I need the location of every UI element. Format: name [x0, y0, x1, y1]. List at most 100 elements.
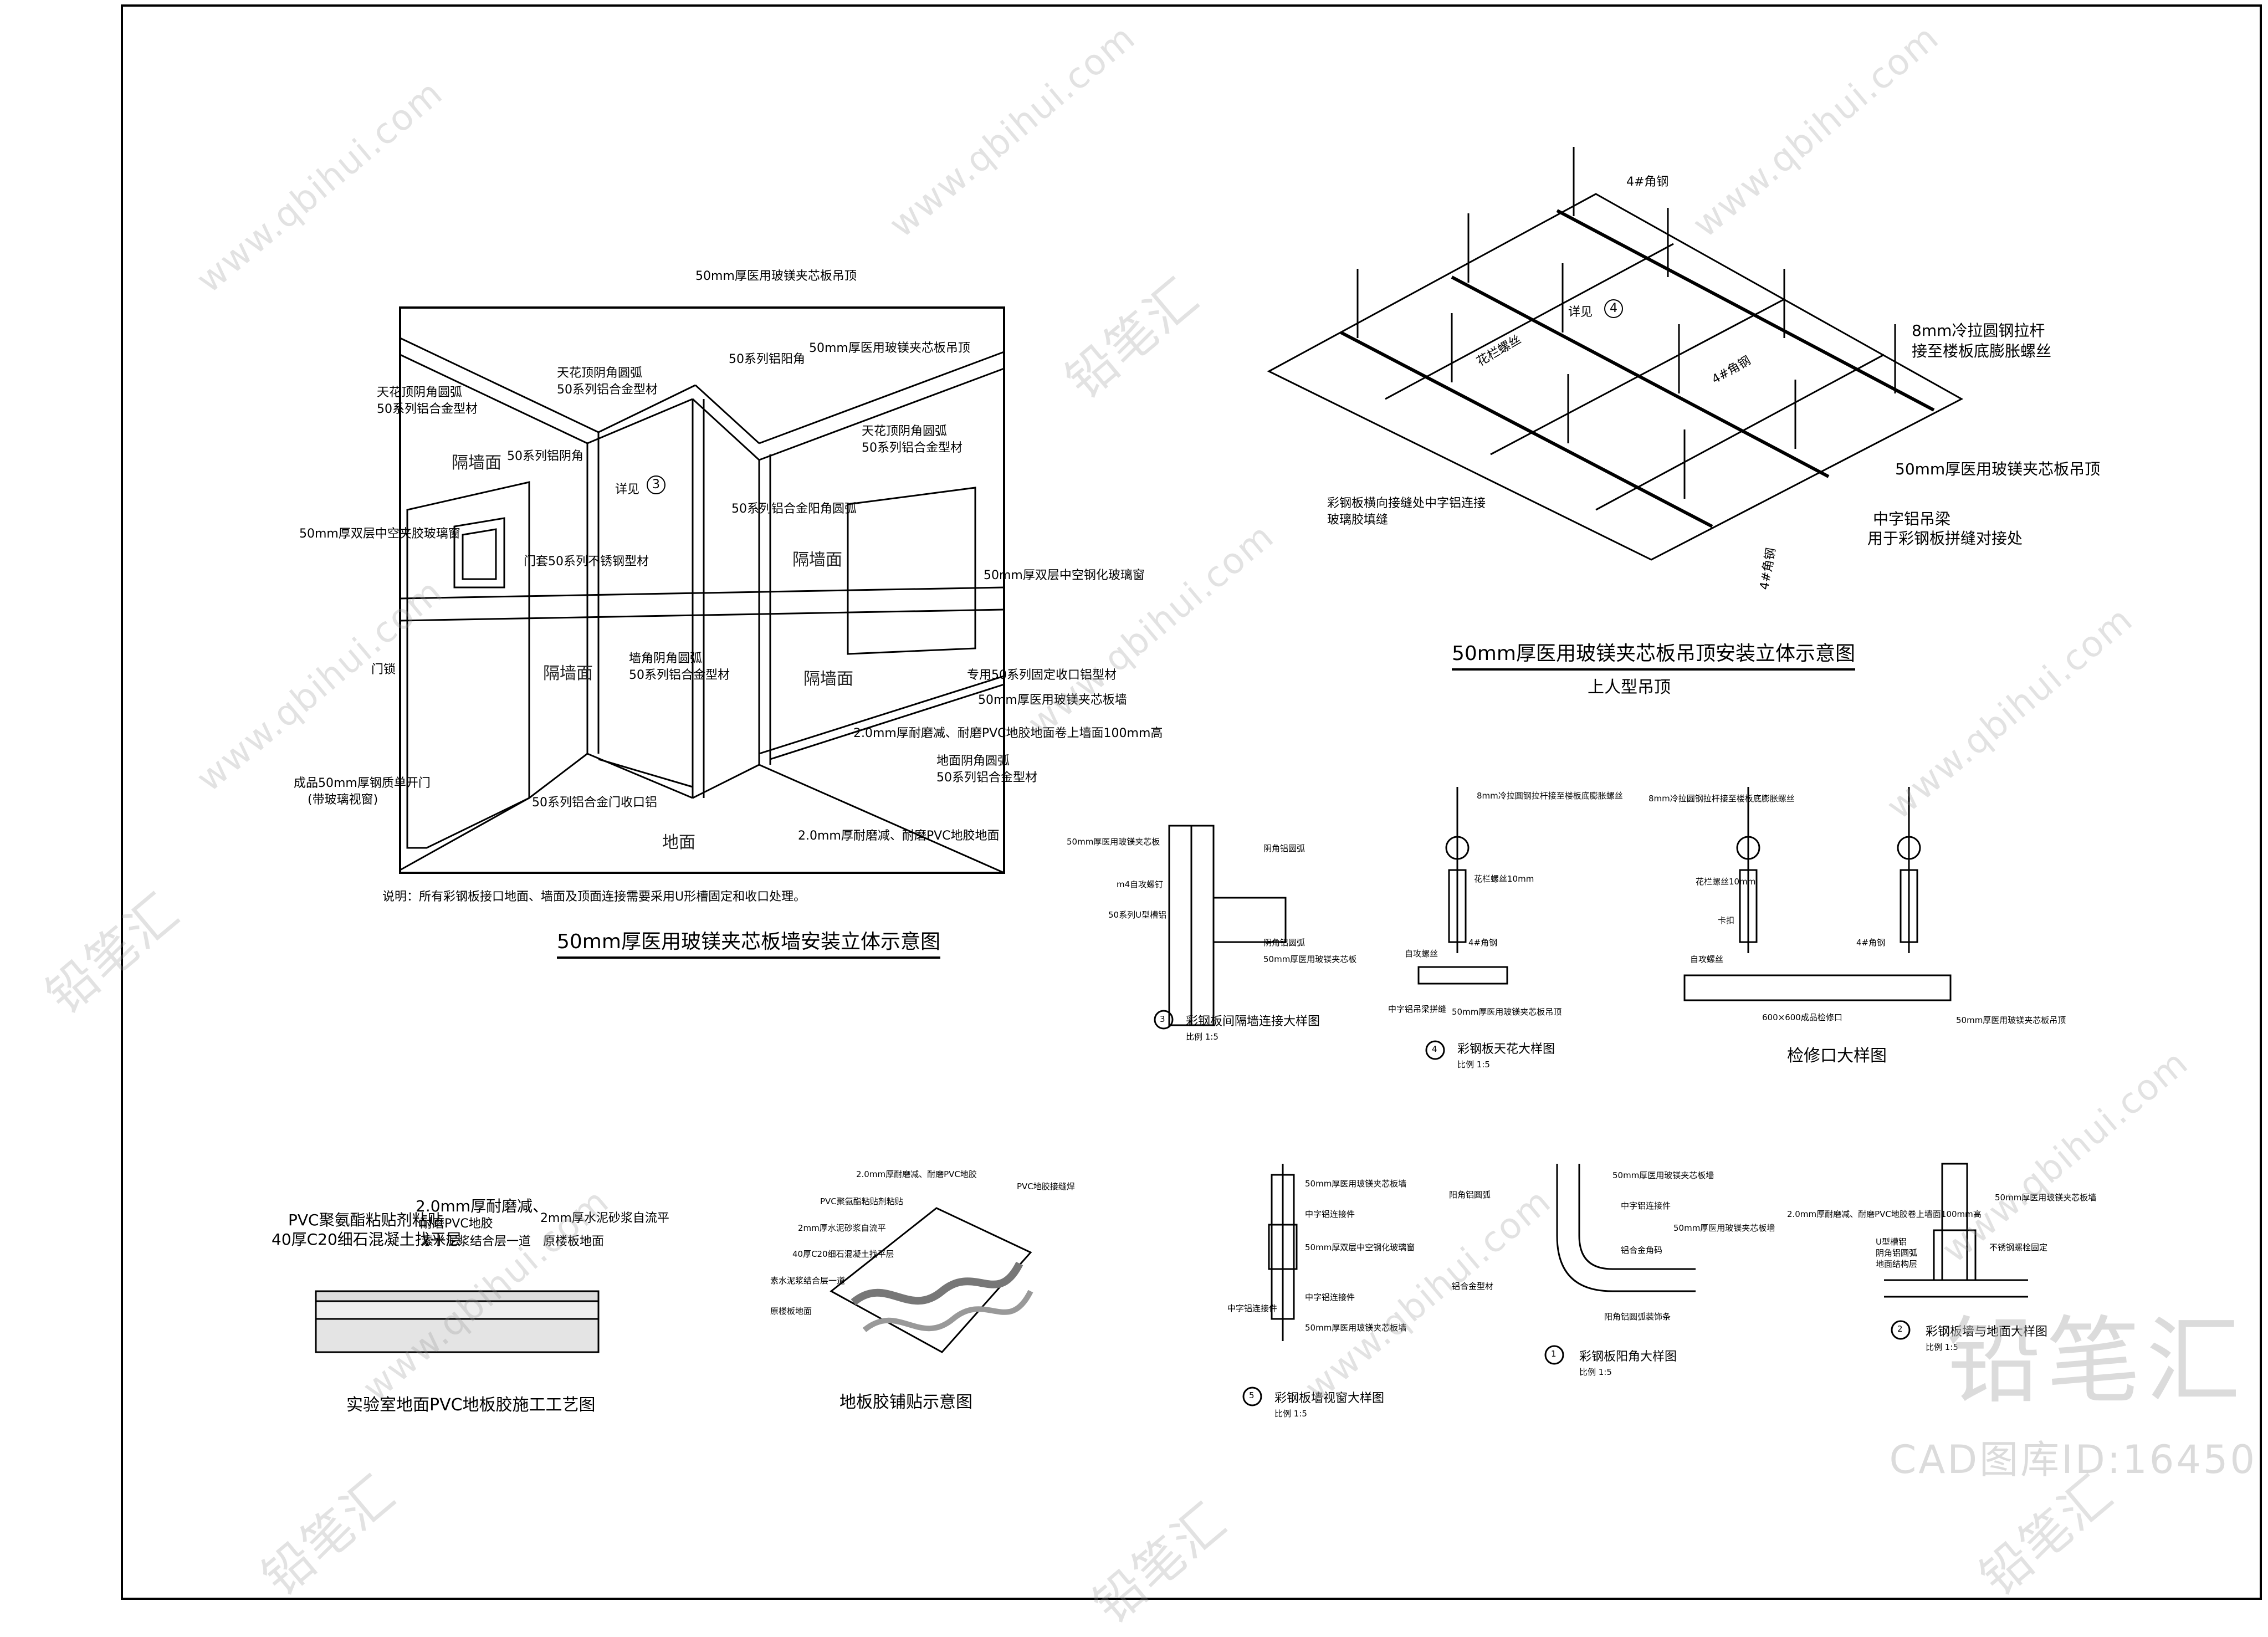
label-detail-ref: 详见 — [615, 483, 640, 497]
detail1-label-f: 铝合金型材 — [1452, 1281, 1494, 1291]
drawing-canvas — [121, 4, 2262, 1600]
detail2-label-f: 阴角铝圆弧 — [1876, 1248, 1918, 1258]
detail1-num: 1 — [1551, 1349, 1557, 1359]
access-detail-lines — [1683, 787, 1952, 1001]
label-floor-corner-2: 50系列铝合金型材 — [936, 771, 1037, 785]
label-ceiling-corner-2: 50系列铝合金型材 — [377, 402, 478, 416]
detail4-label-bolt: 花栏螺丝10mm — [1474, 874, 1534, 884]
pvc-label-l1: PVC聚氨酯粘贴剂粘贴 — [288, 1211, 443, 1229]
detail3-scale: 比例 1:5 — [1186, 1032, 1219, 1042]
floor-label: 地面 — [662, 833, 695, 852]
detail5-label-b: 中字铝连接件 — [1305, 1209, 1355, 1219]
detail4-label-self-tap: 自攻螺丝 — [1405, 949, 1438, 959]
detail1-label-b: 阳角铝圆弧 — [1449, 1190, 1491, 1200]
detail2-label-b: 2.0mm厚耐磨减、耐磨PVC地胶卷上墙面100mm高 — [1787, 1209, 1982, 1219]
pvc-process-title: 实验室地面PVC地板胶施工工艺图 — [346, 1395, 596, 1415]
detail3-label-c: m4自攻螺钉 — [1117, 879, 1164, 889]
brand-logo: 铅笔汇 — [1946, 1307, 2246, 1416]
room-label-1: 隔墙面 — [452, 453, 501, 473]
label-lock: 门锁 — [371, 663, 396, 677]
access-label-bolt: 花栏螺丝10mm — [1696, 877, 1756, 887]
wall-diagram-lines — [399, 306, 1005, 874]
ceiling-diagram-lines — [1267, 147, 1964, 561]
label-joint-1: 彩钢板横向接缝处中字铝连接 — [1327, 497, 1486, 510]
access-label-self-tap: 自攻螺丝 — [1690, 954, 1724, 964]
glue-label-f: 素水泥浆结合层一道 — [770, 1276, 846, 1286]
room-label-3: 隔墙面 — [792, 550, 842, 570]
detail4-scale: 比例 1:5 — [1457, 1060, 1490, 1070]
room-label-4: 隔墙面 — [803, 669, 853, 689]
detail5-lines — [1242, 1164, 1298, 1406]
floor-glue-lines — [830, 1207, 1033, 1353]
label-panel-ceiling: 50mm厚医用玻镁夹芯板吊顶 — [1895, 460, 2101, 478]
label-joint-2: 玻璃胶填缝 — [1327, 513, 1389, 527]
pvc-label-m3: 素水泥浆结合层一道 — [421, 1235, 531, 1249]
label-door-cap: 50系列铝合金门收口铝 — [532, 796, 657, 810]
label-door-desc-2: (带玻璃视窗) — [308, 793, 378, 807]
detail2-label-c: U型槽铝 — [1876, 1237, 1907, 1247]
detail2-title: 彩钢板墙与地面大样图 — [1926, 1325, 2048, 1339]
detail4-label-angle: 4#角钢 — [1468, 938, 1498, 948]
access-label-rod: 8mm冷拉圆钢拉杆接至楼板底膨胀螺丝 — [1648, 794, 1795, 804]
label-panel-wall: 50mm厚医用玻镁夹芯板墙 — [978, 693, 1127, 707]
label-hanger-2: 用于彩钢板拼缝对接处 — [1867, 529, 2023, 548]
pvc-process-lines — [315, 1290, 600, 1353]
detail1-label-c: 中字铝连接件 — [1621, 1201, 1671, 1211]
ceiling-diagram-subtitle: 上人型吊顶 — [1588, 678, 1671, 697]
glue-label-c: PVC聚氨酯粘贴剂粘贴 — [820, 1196, 903, 1206]
pvc-label-r2: 原楼板地面 — [543, 1235, 605, 1249]
label-rod-1: 8mm冷拉圆钢拉杆 — [1912, 321, 2045, 340]
detail4-label-hanger: 中字铝吊梁拼缝 — [1388, 1004, 1447, 1014]
label-ceiling-corner-1: 天花顶阴角圆弧 — [377, 386, 463, 400]
detail2-label-d: 不锈钢螺栓固定 — [1989, 1242, 2048, 1252]
access-label-hole: 600×600成品检修口 — [1762, 1012, 1842, 1022]
detail-ref-bubble-4: 4 — [1604, 299, 1623, 318]
detail3-label-a: 50mm厚医用玻镁夹芯板 — [1067, 837, 1160, 847]
detail4-lines — [1417, 787, 1508, 1060]
detail4-title: 彩钢板天花大样图 — [1457, 1042, 1555, 1056]
label-door-desc-1: 成品50mm厚钢质单开门 — [294, 776, 431, 790]
label-sky-corner-a1: 天花顶阴角圆弧 — [557, 366, 643, 380]
detail4-label-rod: 8mm冷拉圆钢拉杆接至楼板底膨胀螺丝 — [1477, 791, 1623, 801]
detail3-label-e: 阴角铝圆弧 — [1263, 938, 1305, 948]
label-top-panel: 50mm厚医用玻镁夹芯板吊顶 — [695, 269, 857, 283]
access-label-angle: 4#角钢 — [1856, 938, 1886, 948]
label-pvc-1: 2.0mm厚耐磨减、耐磨PVC地胶地面卷上墙面100mm高 — [853, 727, 1163, 740]
wall-note: 说明：所有彩钢板接口地面、墙面及顶面连接需要采用U形槽固定和收口处理。 — [382, 890, 806, 904]
access-detail-title: 检修口大样图 — [1787, 1046, 1887, 1066]
detail1-label-d: 50mm厚医用玻镁夹芯板墙 — [1673, 1223, 1775, 1233]
access-label-clip: 卡扣 — [1718, 915, 1735, 925]
detail2-scale: 比例 1:5 — [1926, 1342, 1958, 1352]
label-angle-steel-top: 4#角钢 — [1626, 175, 1669, 189]
glue-label-e: 40厚C20细石混凝土找平层 — [792, 1249, 894, 1259]
floor-glue-title: 地板胶铺贴示意图 — [839, 1393, 972, 1412]
detail1-label-g: 阳角铝圆弧装饰条 — [1604, 1312, 1671, 1322]
detail5-num: 5 — [1249, 1390, 1255, 1400]
detail3-label-f: 50mm厚医用玻镁夹芯板 — [1263, 954, 1357, 964]
access-label-panel: 50mm厚医用玻镁夹芯板吊顶 — [1956, 1015, 2066, 1025]
detail5-label-e: 50mm厚医用玻镁夹芯板墙 — [1305, 1323, 1407, 1333]
label-pvc-2: 2.0mm厚耐磨减、耐磨PVC地胶地面 — [798, 829, 1000, 843]
detail1-label-a: 50mm厚医用玻镁夹芯板墙 — [1612, 1170, 1714, 1180]
label-top-panel-2: 50mm厚医用玻镁夹芯板吊顶 — [809, 341, 970, 355]
label-sky-corner-a2: 50系列铝合金型材 — [557, 383, 658, 397]
wall-diagram-title: 50mm厚医用玻镁夹芯板墙安装立体示意图 — [557, 925, 940, 959]
label-door-glass: 50mm厚双层中空夹胶玻璃窗 — [299, 527, 460, 541]
glue-label-d: 2mm厚水泥砂浆自流平 — [798, 1223, 886, 1233]
pvc-label-m1: 2.0mm厚耐磨减、 — [416, 1197, 549, 1215]
detail3-label-b: 阴角铝圆弧 — [1263, 843, 1305, 853]
label-floor-corner-1: 地面阴角圆弧 — [936, 754, 1010, 768]
detail2-label-a: 50mm厚医用玻镁夹芯板墙 — [1995, 1193, 2097, 1203]
label-door-frame: 门套50系列不锈钢型材 — [524, 555, 649, 569]
detail2-lines — [1884, 1163, 2028, 1340]
detail2-num: 2 — [1897, 1324, 1903, 1334]
detail5-label-f: 中字铝连接件 — [1305, 1292, 1355, 1302]
detail5-scale: 比例 1:5 — [1274, 1409, 1307, 1419]
detail1-title: 彩钢板阳角大样图 — [1579, 1350, 1677, 1364]
label-round-yang: 50系列铝合金阳角圆弧 — [731, 502, 857, 516]
detail3-lines — [1154, 825, 1287, 1030]
detail5-label-a: 50mm厚医用玻镁夹芯板墙 — [1305, 1179, 1407, 1189]
detail1-label-e: 铝合金角码 — [1621, 1245, 1663, 1255]
detail5-title: 彩钢板墙视窗大样图 — [1274, 1392, 1385, 1405]
label-wall-corner-1: 墙角阴角圆弧 — [629, 652, 703, 666]
